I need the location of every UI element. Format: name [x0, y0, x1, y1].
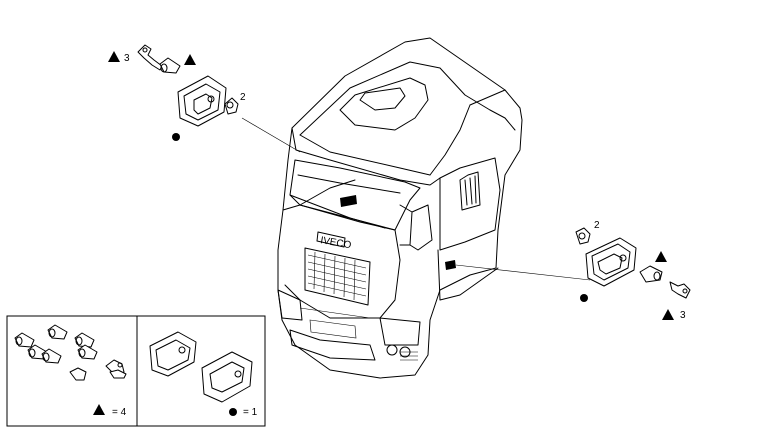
door-handle-right	[585, 237, 637, 287]
key-icon	[669, 281, 691, 299]
dot-marker-icon	[229, 408, 237, 416]
legend-keys-count: = 4	[112, 407, 127, 418]
key-icon	[137, 44, 163, 71]
callout-3-left: 3	[124, 53, 130, 64]
legend-lock-panel: = 1	[149, 331, 258, 418]
dot-marker-icon	[172, 133, 180, 141]
legend-lock-count: = 1	[243, 407, 258, 418]
callout-2-right: 2	[594, 220, 600, 231]
lock-barrel-icon	[159, 57, 181, 74]
right-parts: 2 3	[575, 220, 691, 321]
triangle-marker-icon	[184, 54, 196, 65]
callout-3-right: 3	[680, 310, 686, 321]
triangle-marker-icon	[108, 51, 120, 62]
triangle-marker-icon	[662, 309, 674, 320]
brand-badge: IVECO	[316, 231, 352, 251]
seal-icon	[575, 227, 591, 245]
legend-keys-panel: = 4	[14, 324, 127, 418]
lock-barrel-icon	[639, 265, 663, 283]
callout-2-left: 2	[240, 92, 246, 103]
legend-box: = 4 = 1	[6, 315, 266, 427]
upper-left-parts: 3 2	[108, 44, 246, 141]
triangle-marker-icon	[655, 251, 667, 262]
truck-cab: IVECO	[241, 37, 591, 379]
door-handle-left	[177, 75, 227, 127]
brand-badge-text: IVECO	[319, 235, 352, 251]
seal-icon	[224, 97, 239, 115]
dot-marker-icon	[580, 294, 588, 302]
triangle-marker-icon	[93, 404, 105, 415]
